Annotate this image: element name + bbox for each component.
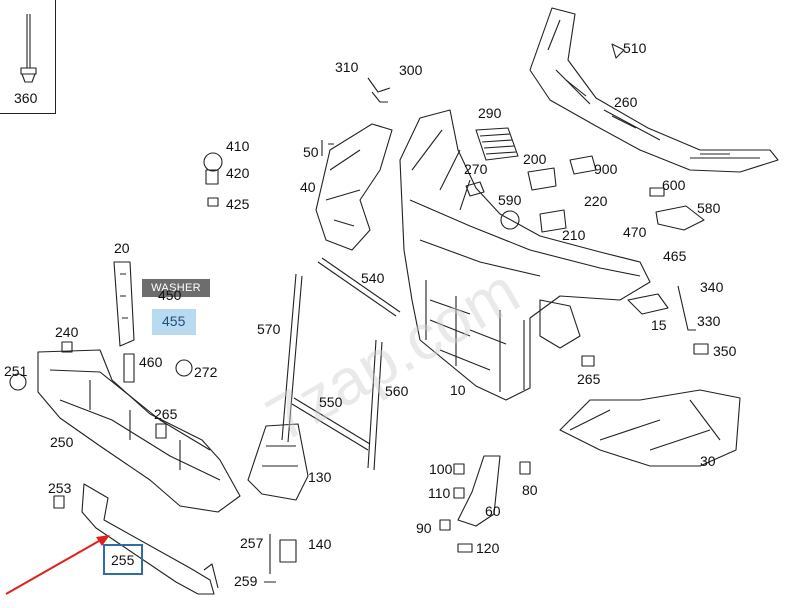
callout-350[interactable]: 350	[713, 343, 737, 359]
callout-455[interactable]: 455	[162, 313, 186, 329]
callout-590[interactable]: 590	[498, 192, 522, 208]
callout-425[interactable]: 425	[226, 196, 250, 212]
callout-272[interactable]: 272	[194, 364, 218, 380]
selected-box-255[interactable]	[103, 544, 143, 575]
callout-900[interactable]: 900	[594, 161, 618, 177]
callout-257[interactable]: 257	[240, 535, 264, 551]
callout-251[interactable]: 251	[4, 363, 28, 379]
callout-465[interactable]: 465	[663, 248, 687, 264]
part-255-strut	[81, 483, 219, 595]
callout-420[interactable]: 420	[226, 165, 250, 181]
part-60-bracket	[457, 455, 501, 527]
callout-250[interactable]: 250	[50, 434, 74, 450]
callout-470[interactable]: 470	[623, 224, 647, 240]
part-40-bracket	[315, 123, 393, 251]
pointer-arrow	[5, 535, 110, 595]
callout-550[interactable]: 550	[319, 394, 343, 410]
part-250-lower-member	[9, 349, 241, 513]
callout-40[interactable]: 40	[300, 179, 316, 195]
callout-15[interactable]: 15	[651, 317, 667, 333]
callout-265-right[interactable]: 265	[577, 371, 601, 387]
part-290	[475, 127, 519, 161]
callout-30[interactable]: 30	[700, 453, 716, 469]
callout-570[interactable]: 570	[257, 321, 281, 337]
callout-600[interactable]: 600	[662, 177, 686, 193]
callout-270[interactable]: 270	[464, 161, 488, 177]
callout-253[interactable]: 253	[48, 480, 72, 496]
callout-110[interactable]: 110	[428, 485, 451, 501]
callout-210[interactable]: 210	[562, 227, 586, 243]
callout-10[interactable]: 10	[450, 382, 466, 398]
callout-265-left[interactable]: 265	[154, 406, 178, 422]
callout-200[interactable]: 200	[523, 151, 547, 167]
part-20-bracket	[113, 261, 135, 347]
callout-560[interactable]: 560	[385, 383, 409, 399]
callout-80[interactable]: 80	[522, 482, 538, 498]
seal-strips	[281, 257, 401, 471]
callout-50[interactable]: 50	[303, 144, 319, 160]
part-130	[247, 423, 309, 501]
callout-540[interactable]: 540	[361, 270, 385, 286]
callout-60[interactable]: 60	[485, 503, 501, 519]
callout-259[interactable]: 259	[234, 573, 258, 589]
inset-frame	[0, 0, 56, 114]
highlight-455	[152, 309, 196, 335]
callout-360[interactable]: 360	[14, 90, 38, 106]
callout-90[interactable]: 90	[416, 520, 432, 536]
callout-300[interactable]: 300	[399, 62, 423, 78]
callout-260[interactable]: 260	[614, 94, 638, 110]
callout-580[interactable]: 580	[697, 200, 721, 216]
callout-450[interactable]: 450	[158, 287, 182, 303]
callout-120[interactable]: 120	[476, 540, 500, 556]
bolt-360-drawing	[20, 14, 37, 83]
callout-330[interactable]: 330	[697, 313, 721, 329]
callout-340[interactable]: 340	[700, 279, 724, 295]
callout-255[interactable]: 255	[111, 552, 135, 568]
callout-20[interactable]: 20	[114, 240, 130, 256]
callout-240[interactable]: 240	[55, 324, 79, 340]
part-10-radiator-support	[399, 109, 651, 401]
callout-410[interactable]: 410	[226, 138, 250, 154]
callout-100[interactable]: 100	[429, 461, 453, 477]
callout-510[interactable]: 510	[623, 40, 647, 56]
part-30-support	[559, 389, 741, 467]
part-260-upper-member	[529, 7, 779, 173]
callout-460[interactable]: 460	[139, 354, 163, 370]
small-parts	[53, 43, 709, 583]
callout-220[interactable]: 220	[584, 193, 608, 209]
callout-290[interactable]: 290	[478, 105, 502, 121]
callout-130[interactable]: 130	[308, 469, 332, 485]
callout-140[interactable]: 140	[308, 536, 332, 552]
washer-tooltip: WASHER	[142, 279, 210, 297]
callout-310[interactable]: 310	[335, 59, 359, 75]
